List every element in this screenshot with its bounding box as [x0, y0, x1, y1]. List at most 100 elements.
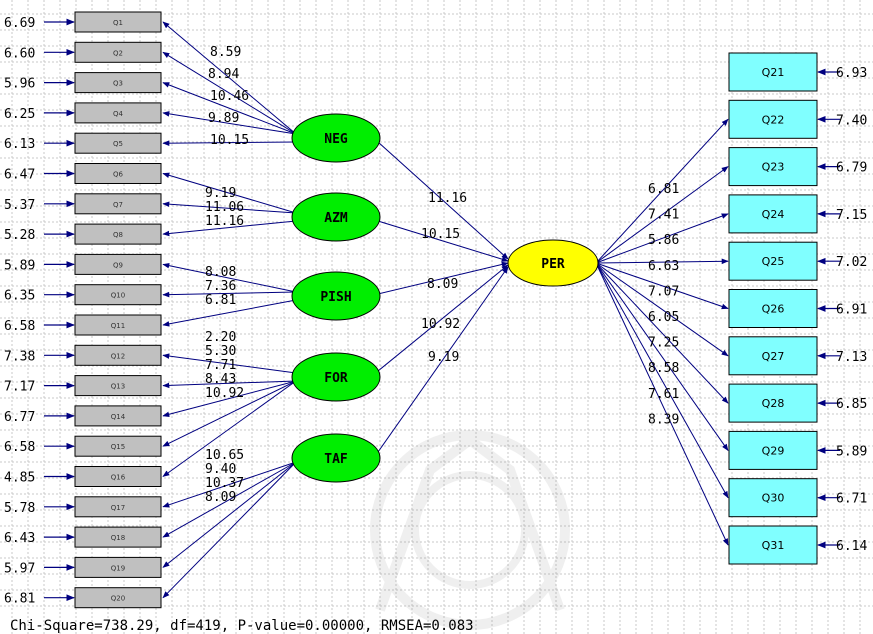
structural-path [377, 266, 509, 453]
latent-variable [291, 271, 381, 321]
loading-value: 6.63 [648, 259, 679, 274]
loading-arrow [162, 299, 297, 327]
indicator-box [728, 241, 818, 281]
indicator-label: Q30 [762, 492, 785, 505]
loading-value: 9.19 [205, 186, 236, 201]
error-variance: 5.96 [4, 77, 35, 92]
loading-value: 10.92 [205, 386, 244, 401]
loading-arrow [162, 380, 297, 447]
indicator-label: Q20 [111, 595, 125, 603]
structural-path [377, 220, 509, 262]
indicator-box [74, 132, 162, 154]
indicator-label: Q18 [111, 534, 125, 542]
loading-value: 5.86 [648, 233, 679, 248]
loading-value: 10.37 [205, 476, 244, 491]
loading-arrow [162, 220, 297, 237]
error-variance: 5.89 [836, 444, 867, 459]
indicator-label: Q10 [111, 292, 125, 300]
fit-statistics: Chi-Square=738.29, df=419, P-value=0.000… [10, 618, 474, 634]
loading-value: 6.81 [648, 182, 679, 197]
loading-arrow [162, 140, 297, 146]
error-variance: 5.28 [4, 228, 35, 243]
error-variance: 4.85 [4, 471, 35, 486]
error-variance: 7.38 [4, 349, 35, 364]
latent-label: PISH [320, 290, 351, 305]
loading-value: 11.06 [205, 200, 244, 215]
loading-value: 9.89 [208, 111, 239, 126]
loading-arrow [162, 353, 297, 374]
indicator-label: Q23 [762, 161, 785, 174]
indicator-box [74, 314, 162, 336]
loading-arrow [595, 258, 729, 265]
indicator-label: Q13 [111, 383, 125, 391]
error-variance: 5.78 [4, 501, 35, 516]
indicator-label: Q6 [113, 171, 124, 179]
structural-path [377, 141, 509, 260]
indicator-box [74, 11, 162, 33]
loading-arrow [162, 21, 297, 135]
indicator-label: Q19 [111, 564, 125, 572]
error-variance: 6.81 [4, 592, 35, 607]
indicator-box [728, 525, 818, 565]
indicator-label: Q9 [113, 261, 123, 269]
loading-value: 8.09 [205, 490, 236, 505]
latent-variable [291, 192, 381, 242]
loading-value: 8.43 [205, 372, 236, 387]
loading-arrow [595, 262, 729, 499]
loading-value: 11.16 [205, 214, 244, 229]
endogenous-variable [507, 239, 599, 287]
indicator-label: Q31 [762, 539, 785, 552]
loading-arrow [162, 82, 297, 135]
loading-value: 2.20 [205, 330, 236, 345]
loading-value: 6.81 [205, 293, 236, 308]
indicator-label: Q25 [762, 255, 785, 268]
loading-value: 8.59 [210, 45, 241, 60]
loading-arrow [162, 201, 297, 214]
indicator-box [728, 289, 818, 328]
indicator-box [728, 430, 818, 470]
indicator-box [728, 478, 818, 518]
indicator-label: Q7 [113, 201, 123, 209]
error-variance: 5.89 [4, 258, 35, 273]
loading-arrow [595, 262, 729, 451]
error-variance: 6.47 [4, 168, 35, 183]
error-variance: 6.35 [4, 289, 35, 304]
indicator-box [74, 556, 162, 578]
loading-arrow [162, 380, 297, 477]
latent-variable [291, 352, 381, 402]
indicator-box [728, 52, 818, 92]
indicator-box [74, 405, 162, 427]
indicator-box [74, 163, 162, 184]
indicator-label: Q11 [111, 322, 125, 330]
indicator-box [74, 496, 162, 518]
error-variance: 7.40 [836, 113, 867, 128]
error-variance: 6.60 [4, 46, 35, 61]
loading-arrow [162, 291, 297, 298]
loading-arrow [162, 461, 297, 538]
indicator-label: Q4 [113, 110, 124, 118]
indicator-label: Q27 [762, 350, 785, 363]
error-variance: 6.14 [836, 539, 867, 554]
indicator-label: Q1 [113, 19, 123, 27]
path-coefficient: 10.15 [421, 227, 460, 242]
indicator-box [74, 223, 162, 245]
indicator-box [74, 102, 162, 124]
loading-arrow [595, 213, 729, 264]
path-coefficient: 10.92 [421, 317, 460, 332]
loading-arrow [595, 262, 729, 357]
loading-arrow [595, 262, 729, 546]
indicator-label: Q21 [762, 66, 785, 79]
loading-value: 10.46 [210, 89, 249, 104]
indicator-box [728, 147, 818, 187]
loading-value: 8.58 [648, 361, 679, 376]
indicator-box [728, 336, 818, 376]
indicator-label: Q22 [762, 113, 785, 126]
structural-path [377, 261, 509, 295]
loading-value: 7.41 [648, 208, 679, 223]
error-variance: 6.58 [4, 319, 35, 334]
indicator-label: Q29 [762, 444, 785, 457]
loading-value: 7.07 [648, 284, 679, 299]
indicator-label: Q26 [762, 303, 785, 316]
error-variance: 6.93 [836, 66, 867, 81]
indicator-box [728, 194, 818, 234]
